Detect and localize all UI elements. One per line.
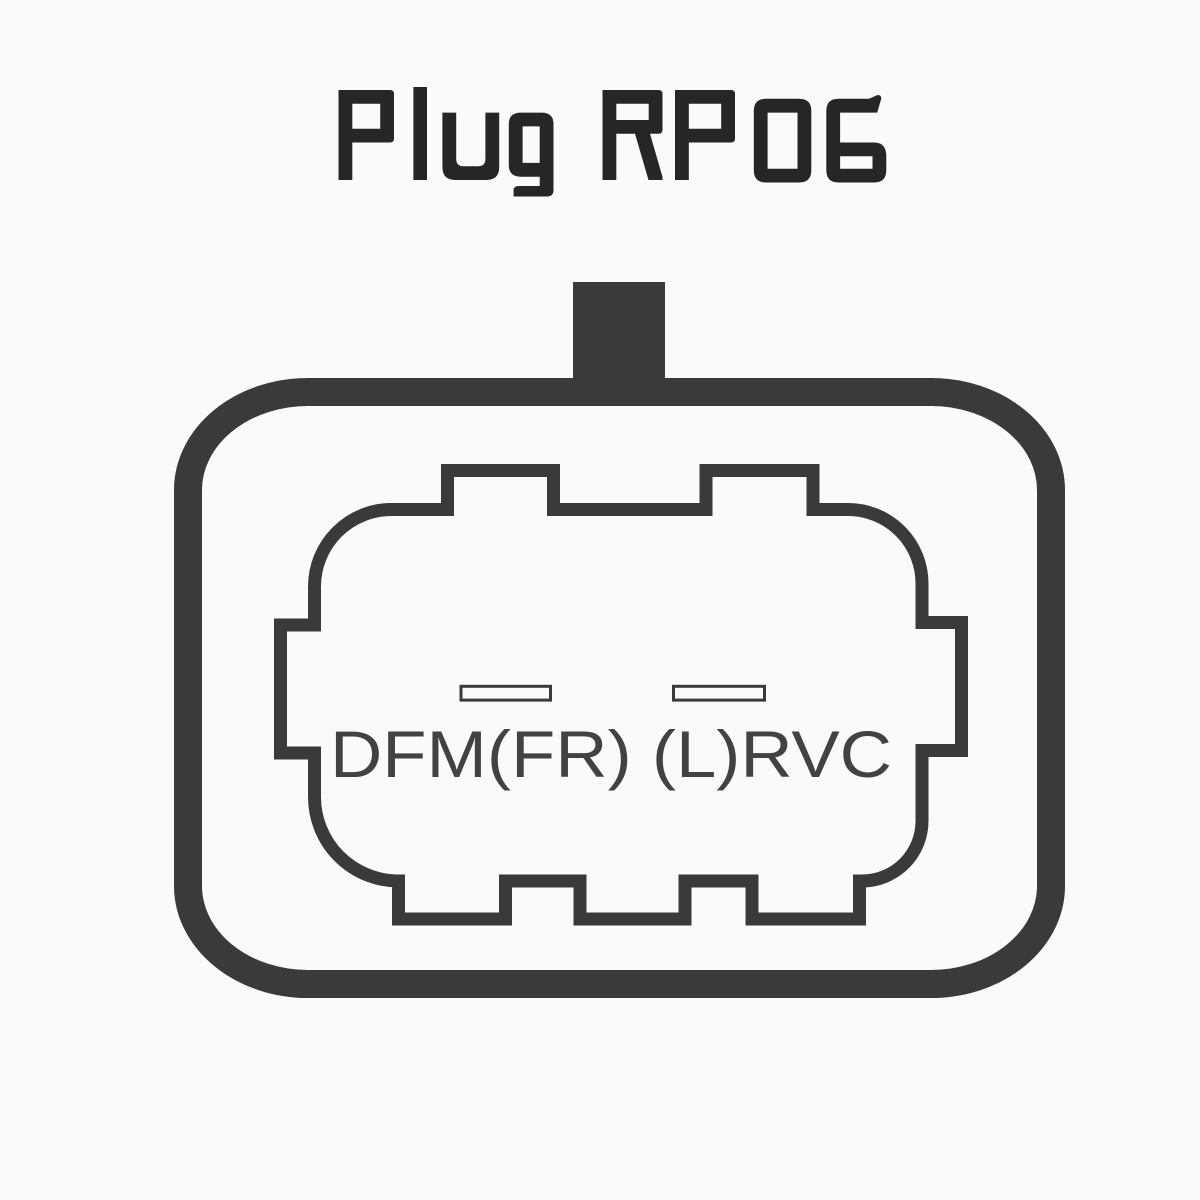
- svg-text:DFM(FR) (L)RVC: DFM(FR) (L)RVC: [330, 717, 892, 791]
